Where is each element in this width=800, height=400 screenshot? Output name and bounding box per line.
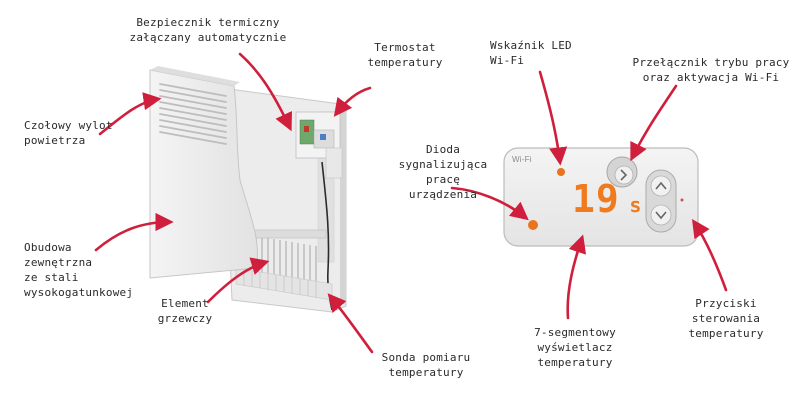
arrow-element [206,257,270,304]
arrow-sonda [327,293,374,354]
temperature-buttons [645,169,677,233]
arrow-led [538,70,568,166]
arrow-przelacznik [630,84,678,162]
callout-arrows [94,52,728,354]
thermostat-module [295,111,343,179]
label-wyswietlacz: 7-segmentowy wyświetlacz temperatury [534,326,616,369]
display-unit: s [629,193,642,217]
label-czolowy: Czołowy wylot powietrza [24,119,113,147]
label-element: Element grzewczy [157,297,213,325]
arrow-dioda [450,186,529,221]
arrow-wyswietlacz [566,234,587,320]
label-bezpiecznik: Bezpiecznik termiczny załączany automaty… [129,16,287,44]
label-przyciski: Przyciski sterowania temperatury [688,297,764,340]
temp-up-button[interactable] [650,175,672,197]
temperature-display: 19 s [572,176,641,226]
panel-wifi-label: Wi-Fi [512,155,532,164]
arrow-czolowy [98,92,162,136]
label-termostat: Termostat temperatury [367,41,443,69]
label-przelacznik: Przełącznik trybu pracy oraz aktywacja W… [632,56,790,84]
arrow-obudowa [94,212,174,252]
label-dioda: Dioda sygnalizująca pracę urządzenia [398,143,488,201]
display-value: 19 [572,177,620,221]
heater-illustration [149,66,347,313]
front-vent-graphic [159,83,227,145]
arrow-przyciski [691,218,728,292]
label-sonda: Sonda pomiaru temperatury [381,351,471,379]
temp-down-button[interactable] [650,204,672,226]
arrow-termostat [333,86,372,117]
label-wskaznik-led: Wskaźnik LED Wi-Fi [490,39,572,67]
mode-switch-button[interactable] [606,156,638,188]
work-diode-icon [528,220,538,230]
control-panel [503,147,699,247]
wifi-led-icon [557,168,565,176]
arrow-bezpiecznik [238,52,292,132]
indicator-dot-icon [680,198,684,202]
label-obudowa: Obudowa zewnętrzna ze stali wysokogatunk… [24,241,134,299]
